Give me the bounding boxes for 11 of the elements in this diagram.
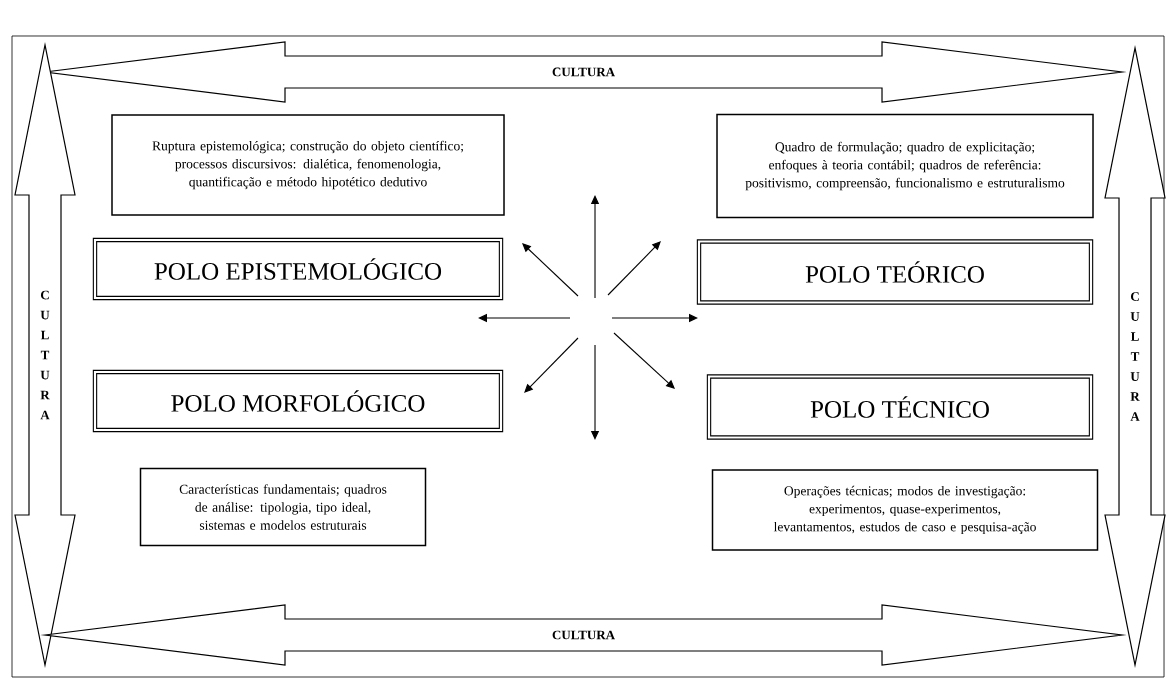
text-box: Quadro de formulação; quadro de explicitação; enfoques à teoria contábil; quadros de referência: positivismo, compreensão, funcionalismo e estruturalismo xyxy=(716,113,1094,219)
pole-box: POLO EPISTEMOLÓGICO xyxy=(92,237,504,301)
node-label: CULTURA xyxy=(552,630,615,640)
pole-box: POLO TÉCNICO xyxy=(706,374,1094,440)
text-box: Operações técnicas; modos de investigação: experimentos, quase-experimentos, levantamentos, estudos de caso e pesquisa-ação xyxy=(711,469,1099,551)
node-label: CULTURA xyxy=(1130,292,1140,421)
text-box: Ruptura epistemológica; construção do objeto científico; processos discursivos: dialética, fenomenologia, quantificação e método hipotético dedutivo xyxy=(111,114,505,216)
pole-box: POLO MORFOLÓGICO xyxy=(92,369,504,433)
node-label: CULTURA xyxy=(40,290,50,420)
text-box: Características fundamentais; quadros de análise: tipologia, tipo ideal, sistemas e modelos estruturais xyxy=(139,467,427,547)
pole-box: POLO TEÓRICO xyxy=(696,239,1094,305)
